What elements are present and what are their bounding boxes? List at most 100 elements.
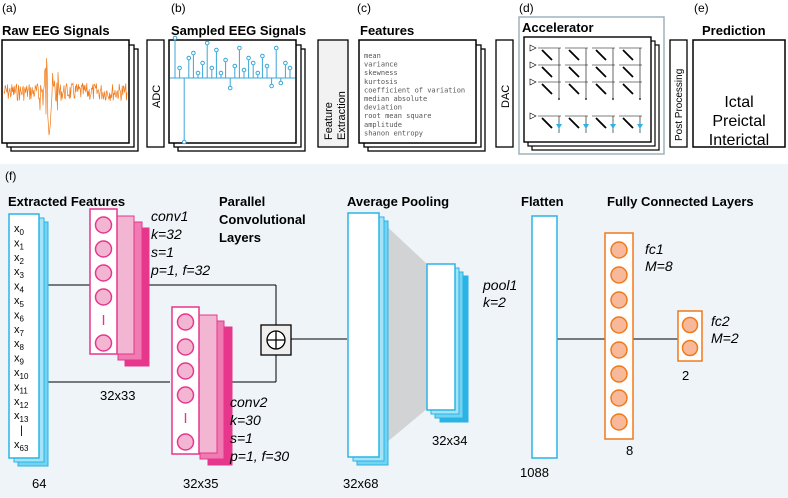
input-label: x4 xyxy=(14,281,25,295)
fe-label-2: Extraction xyxy=(336,91,348,140)
input-label: x7 xyxy=(14,324,25,338)
neuron-node xyxy=(681,316,699,334)
add-node xyxy=(260,324,292,356)
raw-eeg-stack xyxy=(1,39,139,152)
avgpool-block xyxy=(347,212,389,466)
fe-label-1: Feature xyxy=(323,102,335,140)
panel-b-title: Sampled EEG Signals xyxy=(171,23,306,38)
pool1-block xyxy=(426,263,469,423)
conv1-block xyxy=(89,208,150,367)
feature-list: meanvarianceskewnesskurtosiscoefficient … xyxy=(364,52,465,137)
class-ictal: Ictal xyxy=(724,94,753,111)
input-label: x2 xyxy=(14,252,25,266)
panel-f-letter: (f) xyxy=(5,169,16,183)
panel-e-title: Prediction xyxy=(702,23,766,38)
class-preictal: Preictal xyxy=(712,113,765,130)
adc-label: ADC xyxy=(151,85,163,108)
panel-d-letter: (d) xyxy=(519,1,534,15)
layer-param: s=1 xyxy=(230,430,253,446)
layer-param: k=2 xyxy=(483,294,506,310)
feature-item: skewness xyxy=(364,69,398,77)
fc1-nodes xyxy=(610,241,628,431)
neuron-node xyxy=(610,389,628,407)
neuron-node xyxy=(610,291,628,309)
input-label: x6 xyxy=(14,309,25,323)
pool1-dim: 32x34 xyxy=(432,433,467,448)
fc1-block xyxy=(604,232,634,440)
feature-item: root mean square xyxy=(364,112,431,120)
neuron-node xyxy=(610,266,628,284)
neuron-node xyxy=(94,334,113,352)
neuron-node xyxy=(610,241,628,259)
panel-a-letter: (a) xyxy=(2,1,17,15)
sampled-stems xyxy=(170,35,295,145)
fc2-nodes xyxy=(681,316,699,357)
input-label: x9 xyxy=(14,353,25,367)
raw-eeg-waveform xyxy=(3,58,128,136)
neuron-node xyxy=(176,313,195,331)
feature-item: mean xyxy=(364,52,381,60)
conv1-dim: 32x33 xyxy=(100,388,135,403)
layer-param: conv1 xyxy=(151,208,188,224)
neuron-node xyxy=(176,362,195,380)
adc-stage: ADC xyxy=(146,39,165,148)
prediction-box xyxy=(692,39,786,148)
layer-param: pool1 xyxy=(482,277,517,293)
feature-item: deviation xyxy=(364,104,402,112)
input-label: | xyxy=(20,425,23,437)
input-label: x8 xyxy=(14,338,25,352)
layer-param: M=8 xyxy=(645,258,673,274)
parallel-line1: Parallel xyxy=(219,194,265,209)
dac-stage: DAC xyxy=(495,39,514,148)
feature-item: variance xyxy=(364,61,398,69)
layer-param: k=30 xyxy=(230,412,261,428)
post-processing-label: Post Processing xyxy=(674,69,685,141)
neuron-node xyxy=(610,365,628,383)
neuron-node xyxy=(94,288,113,306)
extracted-dim: 64 xyxy=(32,476,46,491)
neuron-node xyxy=(176,338,195,356)
layer-param: p=1, f=30 xyxy=(229,448,289,464)
feature-item: coefficient of variation xyxy=(364,86,465,94)
crossbar-array xyxy=(529,44,643,133)
neuron-node xyxy=(681,339,699,357)
post-processing-stage: Post Processing xyxy=(669,39,688,148)
neuron-node xyxy=(610,316,628,334)
layer-param: p=1, f=32 xyxy=(150,262,210,278)
fc-title: Fully Connected Layers xyxy=(607,194,754,209)
neuron-node xyxy=(94,240,113,258)
fc1-dim: 8 xyxy=(626,443,633,458)
input-label: x1 xyxy=(14,237,25,251)
feature-item: kurtosis xyxy=(364,78,398,86)
layer-param: fc1 xyxy=(645,241,664,257)
conv2-dim: 32x35 xyxy=(183,476,218,491)
feature-item: shanon entropy xyxy=(364,129,423,137)
extracted-title: Extracted Features xyxy=(8,194,125,209)
panel-d-title: Accelerator xyxy=(522,20,594,35)
parallel-line2: Convolutional xyxy=(219,212,306,227)
layer-param: s=1 xyxy=(151,244,174,260)
conv2-block xyxy=(171,306,233,466)
neuron-node xyxy=(94,216,113,234)
neuron-node xyxy=(610,413,628,431)
feature-extraction-stage: Feature Extraction xyxy=(317,39,349,148)
feature-item: amplitude xyxy=(364,121,402,129)
layer-param: M=2 xyxy=(711,330,739,346)
flatten-title: Flatten xyxy=(521,194,564,209)
layer-param: conv2 xyxy=(230,394,268,410)
neuron-node xyxy=(94,264,113,282)
class-interictal: Interictal xyxy=(709,132,769,149)
neuron-node xyxy=(610,341,628,359)
sampled-eeg-stack xyxy=(168,35,306,152)
flatten-dim: 1088 xyxy=(520,465,549,480)
conv2-params: conv2 k=30 s=1 p=1, f=30 xyxy=(229,394,289,464)
parallel-line3: Layers xyxy=(219,230,261,245)
input-label: x0 xyxy=(14,223,25,237)
panel-c-title: Features xyxy=(360,23,414,38)
flatten-block xyxy=(531,215,558,459)
